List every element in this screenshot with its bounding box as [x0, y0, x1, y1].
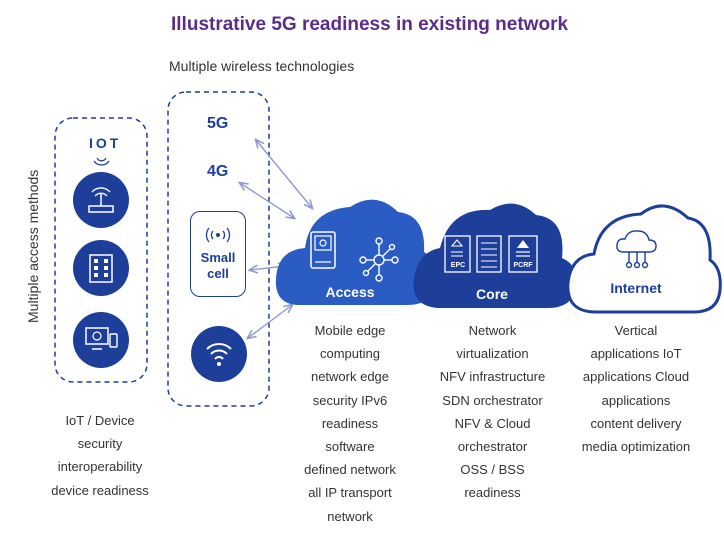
description-line: readiness: [321, 415, 379, 431]
internet-cloud: [566, 204, 722, 314]
description-line: applications IoT: [590, 346, 682, 362]
connection-arrows: [240, 140, 312, 338]
tech-5g-label: 5G: [207, 115, 229, 132]
description-line: Network: [468, 323, 517, 338]
description-line: NFV & Cloud: [454, 415, 531, 431]
description-line: network edge: [310, 369, 390, 385]
wifi-icon: [191, 326, 247, 382]
epc-icon: [444, 235, 471, 273]
description-line: orchestrator: [457, 439, 528, 455]
server-rack-icon: [476, 235, 502, 273]
pcrf-icon: [508, 235, 538, 273]
description-line: IoT / Device: [65, 413, 135, 428]
internet-label: Internet: [610, 280, 662, 296]
internet-description: Vertical applications IoT applications C…: [568, 319, 704, 458]
access-description: Mobile edge computing network edge secur…: [290, 319, 410, 528]
router-icon: [73, 172, 129, 228]
description-line: Mobile edge: [314, 323, 386, 338]
wireless-group-box: [167, 91, 270, 407]
description-line: defined network: [304, 462, 396, 478]
description-line: virtualization: [456, 346, 529, 362]
page-title: Illustrative 5G readiness in existing ne…: [171, 14, 569, 35]
access-cloud: [275, 199, 437, 305]
description-line: applications Cloud: [582, 369, 690, 385]
network-node-icon: [359, 237, 399, 282]
core-description: Network virtualization NFV infrastructur…: [425, 319, 560, 505]
description-line: all IP transport: [308, 485, 392, 501]
description-line: computing: [320, 346, 380, 362]
device-group-box: [54, 117, 148, 383]
pcrf-label: PCRF: [513, 262, 533, 269]
description-line: software: [325, 439, 375, 455]
building-icon: [73, 240, 129, 296]
description-line: device readiness: [51, 482, 149, 498]
description-line: interoperability: [57, 459, 143, 475]
small-cell-label-line1: Small: [200, 250, 236, 265]
small-cell-label-line2: cell: [207, 266, 229, 281]
iot-signal-icon: [93, 157, 110, 166]
wireless-technologies-heading: Multiple wireless technologies: [169, 58, 355, 74]
description-line: content delivery: [590, 415, 682, 431]
description-line: security: [77, 436, 123, 452]
description-line: SDN orchestrator: [442, 392, 543, 408]
description-line: media optimization: [581, 439, 691, 455]
description-line: OSS / BSS: [460, 462, 525, 478]
access-label: Access: [325, 284, 375, 300]
iot-label: IOT: [89, 135, 122, 151]
description-line: applications: [601, 392, 671, 408]
computer-phone-icon: [73, 312, 129, 368]
description-line: NFV infrastructure: [439, 369, 546, 385]
tech-4g-label: 4G: [207, 163, 229, 180]
cloud-network-icon: [616, 230, 657, 269]
description-line: readiness: [464, 485, 521, 501]
description-line: security IPv6: [312, 392, 388, 408]
small-cell-signal-icon: [205, 227, 231, 243]
description-line: Vertical: [614, 323, 658, 338]
core-cloud: [413, 203, 577, 308]
small-cell-box: Small cell: [190, 211, 246, 297]
server-box-icon: [310, 231, 336, 269]
epc-label: EPC: [450, 262, 466, 269]
device-description: IoT / Device security interoperability d…: [30, 409, 170, 502]
description-line: network: [327, 508, 373, 524]
core-label: Core: [476, 286, 508, 302]
